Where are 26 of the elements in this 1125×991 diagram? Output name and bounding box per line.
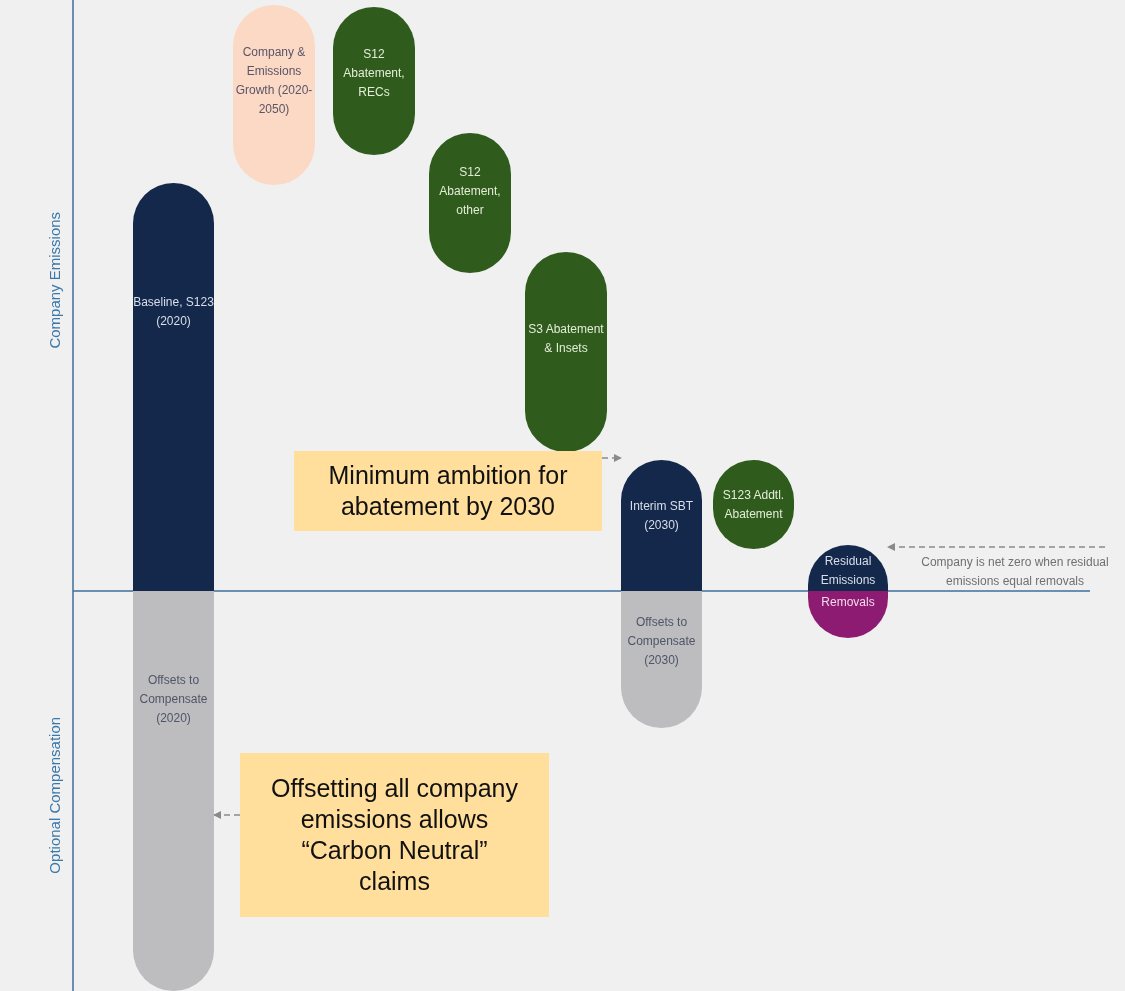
- baseline-bar: [133, 183, 214, 591]
- node-text: Offsets to Compensate (2020): [138, 672, 209, 727]
- axis-label: Optional Compensation: [44, 716, 64, 874]
- dashed-arrow: [601, 454, 622, 462]
- offset-bar: [621, 591, 702, 728]
- node-text: S12 Abatement, RECs: [342, 46, 406, 101]
- dashed-arrow: [213, 811, 241, 819]
- node-text: Company & Emissions Growth (2020-2050): [234, 44, 314, 118]
- callout-box: [294, 451, 602, 531]
- node-text: Minimum ambition for abatement by 2030: [327, 460, 569, 522]
- axis-label: Company Emissions: [44, 211, 64, 349]
- node-text: Baseline, S123 (2020): [133, 294, 214, 330]
- dashed-arrow: [887, 543, 1106, 551]
- node-text: Residual Emissions: [819, 553, 877, 589]
- node-text: Offsets to Compensate (2030): [626, 614, 697, 669]
- node-text: Offsetting all company emissions allows “Carbon Neutral” claims: [270, 773, 519, 897]
- target-bar: [621, 460, 702, 591]
- node-text: S12 Abatement, other: [438, 164, 502, 219]
- node-text: Interim SBT (2030): [628, 498, 695, 534]
- callout-box: [240, 753, 549, 917]
- node-text: S123 Addtl. Abatement: [721, 486, 786, 523]
- node-text: Company is net zero when residual emissions equal removals: [920, 554, 1110, 590]
- offset-bar: [133, 591, 214, 991]
- node-text: S3 Abatement & Insets: [527, 321, 605, 357]
- abatement-pill: [525, 252, 607, 452]
- node-text: Removals: [821, 594, 875, 611]
